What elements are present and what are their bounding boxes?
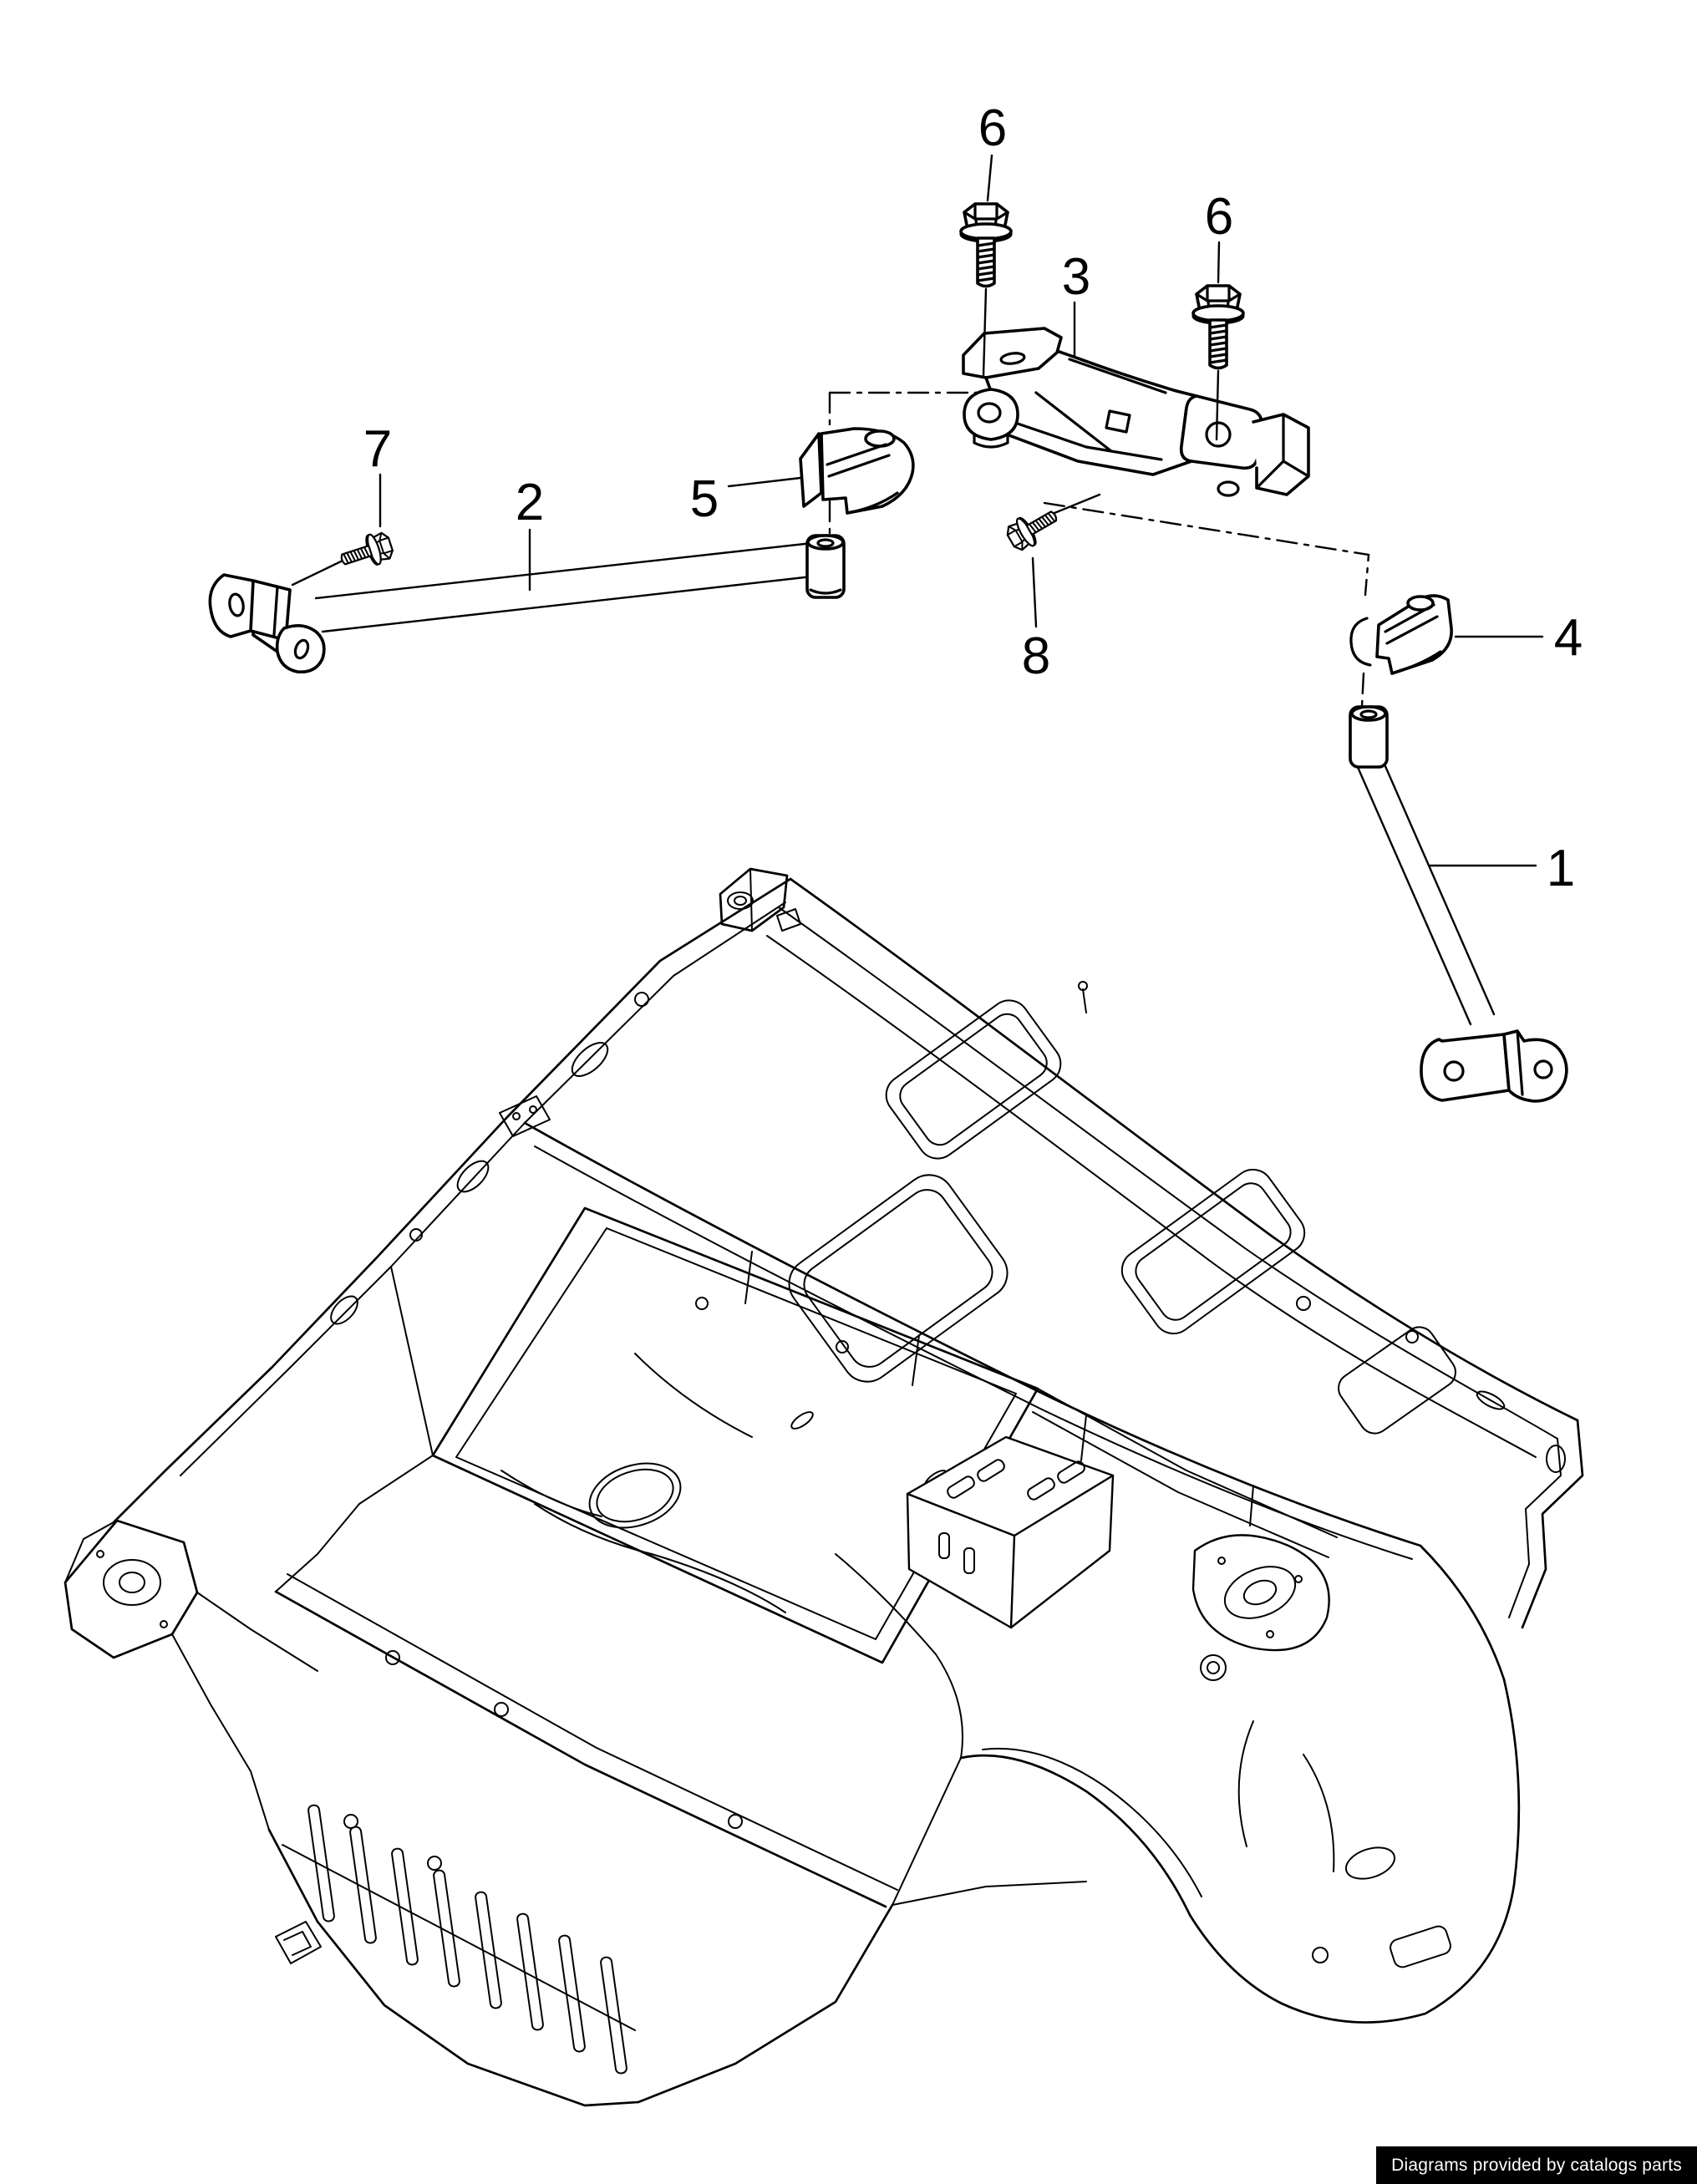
bar2-bracket-lower-lobe: [275, 624, 326, 673]
frame-rails: [171, 1388, 1338, 1908]
bar2-bracket-hole-lower: [293, 638, 310, 660]
callout-6b: 6: [1205, 188, 1233, 246]
bolt8-alignment-line: [1053, 493, 1101, 515]
bracket3-bottom-hole: [1217, 480, 1240, 497]
callout-3: 3: [1062, 248, 1090, 306]
callout-2: 2: [516, 474, 544, 531]
clamp4-c-bracket: [1349, 617, 1372, 667]
clamp5-knob: [864, 429, 896, 448]
bar1-bracket-hole-right: [1533, 1059, 1553, 1079]
leader-5: [727, 476, 802, 488]
bolt-6a: [959, 202, 1013, 288]
strut-bar-1: [1349, 705, 1568, 1103]
mounting-bracket-3: [962, 327, 1310, 497]
callout-6a: 6: [978, 99, 1007, 157]
flange-bolt-icon: [1191, 284, 1245, 370]
bolt-6b: [1191, 284, 1245, 370]
battery-box: [906, 1435, 1115, 1629]
bracket3-lower-tab: [963, 388, 1019, 441]
shock-tower: [1191, 1534, 1330, 1652]
fender-band-left: [112, 877, 792, 1524]
callout-numbers: 1 2 3 4 5 6 6 7 8: [363, 99, 1583, 897]
clamp5-plate: [799, 432, 823, 508]
floor-pan: [267, 1804, 1087, 2107]
flange-bolt-icon: [1002, 500, 1064, 556]
flange-bolt-icon: [959, 202, 1013, 288]
bar1-end-bracket: [1420, 1033, 1511, 1102]
leader-8: [1031, 556, 1038, 628]
bracket3-right-pad-hole: [1205, 421, 1232, 448]
flange-bolt-icon: [336, 528, 397, 576]
bar1-tube-lines: [1355, 757, 1496, 1026]
wheel-house-right: [892, 1544, 1521, 2024]
left-frame-horn: [64, 1519, 318, 1672]
clamp-block-5: [799, 427, 915, 515]
callout-1: 1: [1547, 840, 1575, 897]
bar2-bracket-hole-upper: [228, 592, 245, 617]
bolt-8: [1002, 500, 1064, 556]
credit-bar: Diagrams provided by catalogs parts: [1376, 2146, 1697, 2184]
bracket3-right-pad: [1179, 394, 1264, 470]
callout-4: 4: [1554, 609, 1583, 667]
assembly-center-lines: [828, 391, 1370, 708]
engine-bay-tub: [390, 1206, 1039, 1664]
bar1-bracket-hole-left: [1443, 1060, 1465, 1082]
peak-mount-bracket: [719, 867, 801, 932]
bolt-7: [336, 528, 397, 576]
center-line-bracket-to-clamp4: [1043, 501, 1370, 708]
strut-bar-2: [208, 534, 846, 673]
leader-6a: [982, 154, 993, 378]
leader-7: [291, 473, 382, 587]
bracket3-lower-tab-hole: [977, 402, 1002, 424]
clamp4-knob: [1406, 595, 1435, 612]
credit-text: Diagrams provided by catalogs parts: [1391, 2156, 1682, 2175]
bar2-tube-lines: [314, 541, 814, 633]
bracket3-slot-hole: [999, 352, 1026, 365]
callout-leaders: [291, 154, 1544, 867]
callout-5: 5: [690, 470, 719, 528]
cowl-panel: [766, 877, 1584, 1629]
callout-8: 8: [1022, 627, 1050, 685]
callout-7: 7: [363, 420, 392, 478]
car-body-drawing: [64, 867, 1584, 2107]
leader-6b: [1215, 241, 1221, 441]
clamp-block-4: [1349, 594, 1453, 675]
